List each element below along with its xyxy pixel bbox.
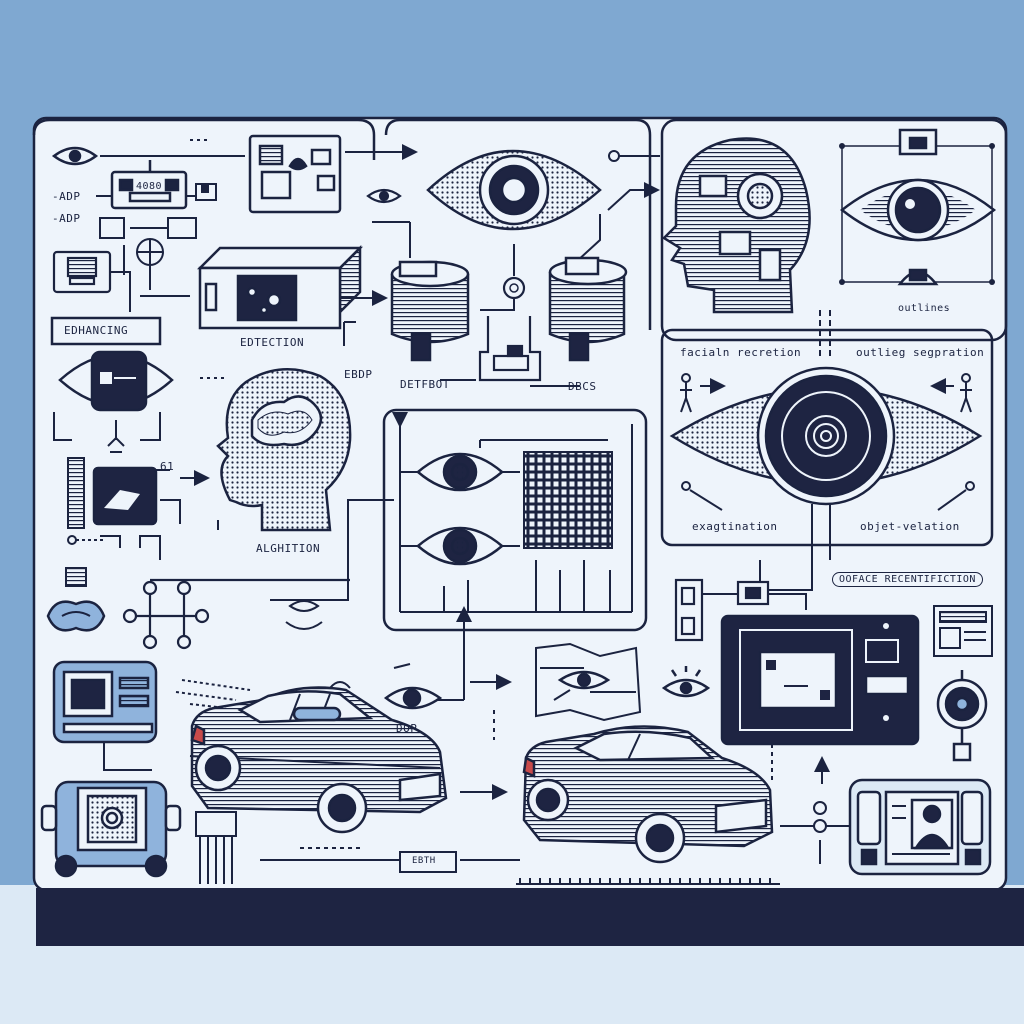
monitor-icon-top	[248, 134, 342, 214]
eye-icon-crosshair	[839, 128, 997, 286]
car-icon-left	[189, 686, 448, 834]
id-card-icon-large	[848, 778, 992, 876]
label-exaggeration: exagtination	[692, 520, 778, 533]
label-facial-recognition: facialn recretion	[680, 346, 802, 359]
person-icon-left	[680, 373, 692, 413]
board-base	[36, 888, 1024, 946]
label-algorithm: ALGHITION	[256, 542, 321, 555]
map-eye-icon	[535, 642, 642, 722]
eye-icon-small-3	[661, 666, 711, 698]
node-graph	[122, 578, 350, 650]
panel-eye-grid	[382, 408, 648, 632]
camera-icon-round	[936, 670, 988, 762]
chip-icon-4080	[110, 160, 188, 210]
id-card-icon-small	[933, 605, 993, 657]
label-adp-bottom: -ADP	[52, 212, 81, 225]
eye-icon-car-left	[383, 686, 443, 710]
eye-icon-small-1	[51, 146, 99, 166]
panel-eye-large	[660, 328, 994, 547]
monitor-icon-small	[92, 466, 158, 526]
label-61: 61	[160, 460, 175, 473]
person-icon-right	[960, 373, 972, 413]
label-surface-identification: OOFACE RECENTIFICTION	[832, 572, 983, 587]
label-detection-2: DETFBOT	[400, 378, 450, 391]
car-icon-right	[522, 725, 774, 864]
barcode-icon	[195, 811, 237, 884]
label-object-relation: objet-velation	[860, 520, 960, 533]
label-4080: 4080	[136, 181, 163, 192]
eye-icon-grid-2	[416, 526, 504, 566]
label-ebdp: EBDP	[344, 368, 373, 381]
server-cylinder-icon-1	[390, 260, 470, 362]
panel-head	[660, 118, 1008, 342]
label-dop: DOP	[396, 722, 418, 735]
label-adp-top: -ADP	[52, 190, 81, 203]
eye-icon-large-center	[426, 149, 602, 231]
grid-matrix-icon	[523, 451, 613, 549]
label-detection: EDTECTION	[240, 336, 305, 349]
head-profile-icon-algorithm	[216, 368, 352, 532]
chip-icon-right	[674, 578, 770, 642]
monitor-icon-circuit	[720, 614, 920, 746]
camera-icon-detection	[196, 244, 364, 330]
eye-icon-grid-1	[416, 452, 504, 492]
eye-icon-enhancing	[58, 350, 174, 412]
label-bottom-box: EBTH	[412, 856, 436, 866]
server-cylinder-icon-2	[548, 256, 628, 362]
label-outline-segmentation: outlieg segpration	[856, 346, 985, 359]
eye-icon-large-right	[669, 366, 983, 506]
label-enhancing: EDHANCING	[64, 324, 129, 337]
scanner-device-icon	[40, 780, 182, 878]
label-outlines: outlines	[898, 303, 951, 314]
camera-icon-bottom	[52, 660, 158, 744]
connector-device	[478, 316, 542, 382]
head-profile-icon-circuit	[662, 137, 811, 314]
eye-icon-small-2	[366, 188, 402, 204]
label-dbcs: DBCS	[568, 380, 597, 393]
